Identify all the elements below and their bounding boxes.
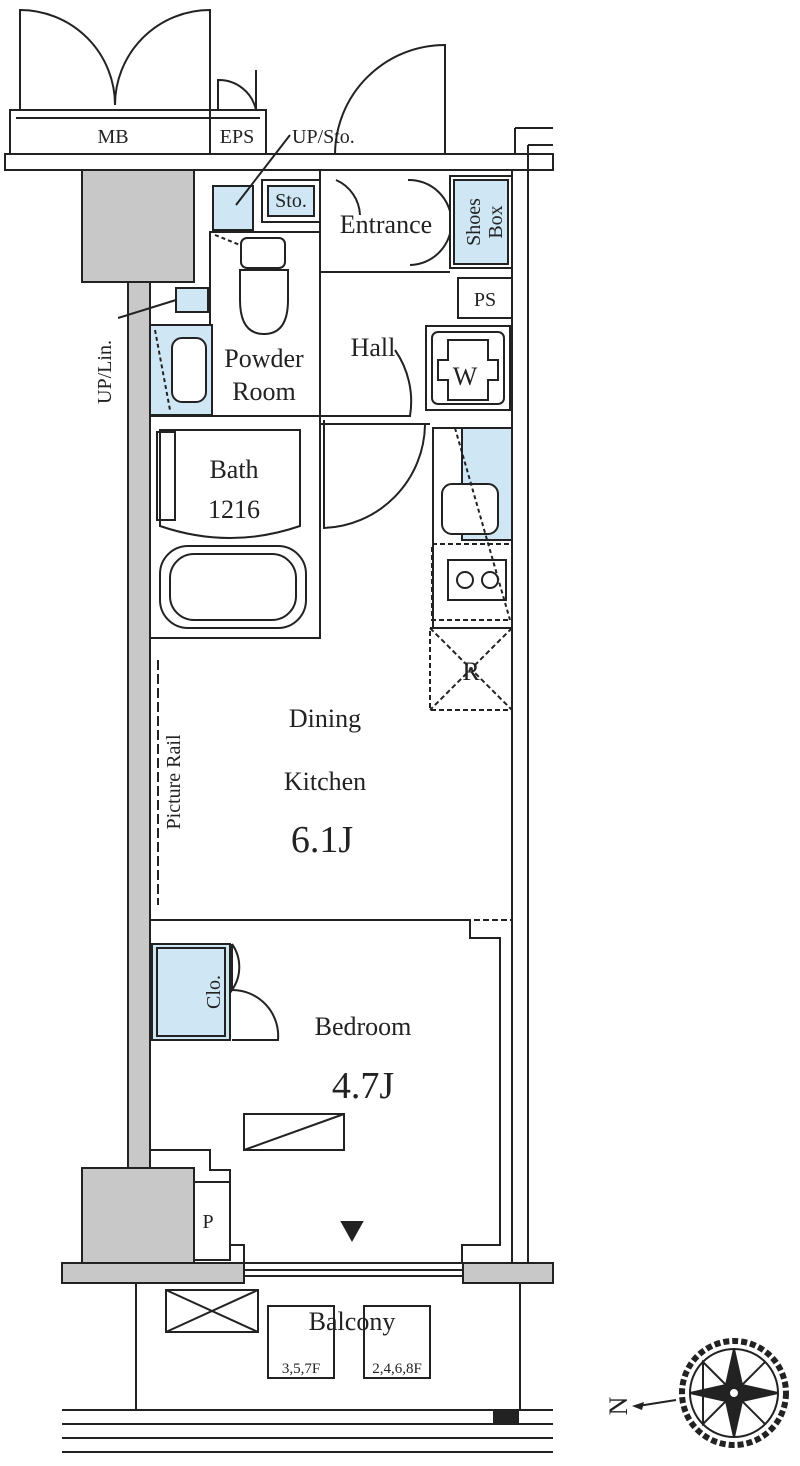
right-wall: [511, 169, 529, 1264]
entrance-arrow-icon: [340, 1221, 364, 1243]
north-arrow-icon: [637, 1399, 677, 1407]
label-ps: PS: [474, 289, 496, 311]
label-bedroom-area: 4.7J: [332, 1065, 394, 1107]
refrigerator-space: [429, 627, 513, 711]
label-bath-size: 1216: [208, 495, 260, 524]
column-top: [81, 169, 195, 283]
left-wall: [127, 281, 151, 1169]
label-shoes-box-1: Shoes: [463, 198, 485, 246]
label-up-lin: UP/Lin.: [94, 340, 116, 404]
kitchen-counter: [431, 427, 513, 629]
label-north: N: [604, 1396, 633, 1415]
label-hall: Hall: [351, 333, 396, 362]
label-shoes-box-2: Box: [485, 205, 507, 238]
column-bottom: [81, 1167, 195, 1264]
label-eps: EPS: [220, 126, 254, 148]
label-refrigerator: R: [462, 657, 480, 686]
label-bedroom: Bedroom: [315, 1012, 412, 1041]
compass-rose-icon: [679, 1338, 789, 1448]
balcony: [62, 1283, 553, 1453]
label-dining-area: 6.1J: [291, 819, 353, 861]
label-dining-2: Kitchen: [284, 767, 366, 796]
label-balcony: Balcony: [309, 1307, 396, 1336]
label-closet: Clo.: [203, 975, 225, 1009]
entrance-door: [334, 43, 446, 156]
label-up-sto: UP/Sto.: [292, 126, 355, 148]
label-dining-1: Dining: [289, 704, 361, 733]
bedroom: [150, 919, 501, 1264]
label-bath: Bath: [209, 455, 258, 484]
label-floors-b: 2,4,6,8F: [372, 1361, 422, 1377]
washer-space: [425, 325, 511, 411]
label-pipe: P: [202, 1211, 213, 1233]
bathroom: [149, 415, 321, 639]
top-wall: [4, 153, 554, 171]
pipe-space: [457, 277, 513, 319]
label-mb: MB: [97, 126, 128, 148]
label-sto: Sto.: [275, 190, 307, 212]
label-powder-room-2: Room: [232, 377, 296, 406]
label-floors-a: 3,5,7F: [282, 1361, 320, 1377]
label-washer: W: [453, 362, 478, 391]
label-powder-room-1: Powder: [224, 344, 304, 373]
label-picture-rail: Picture Rail: [163, 734, 185, 829]
label-entrance: Entrance: [340, 210, 432, 239]
